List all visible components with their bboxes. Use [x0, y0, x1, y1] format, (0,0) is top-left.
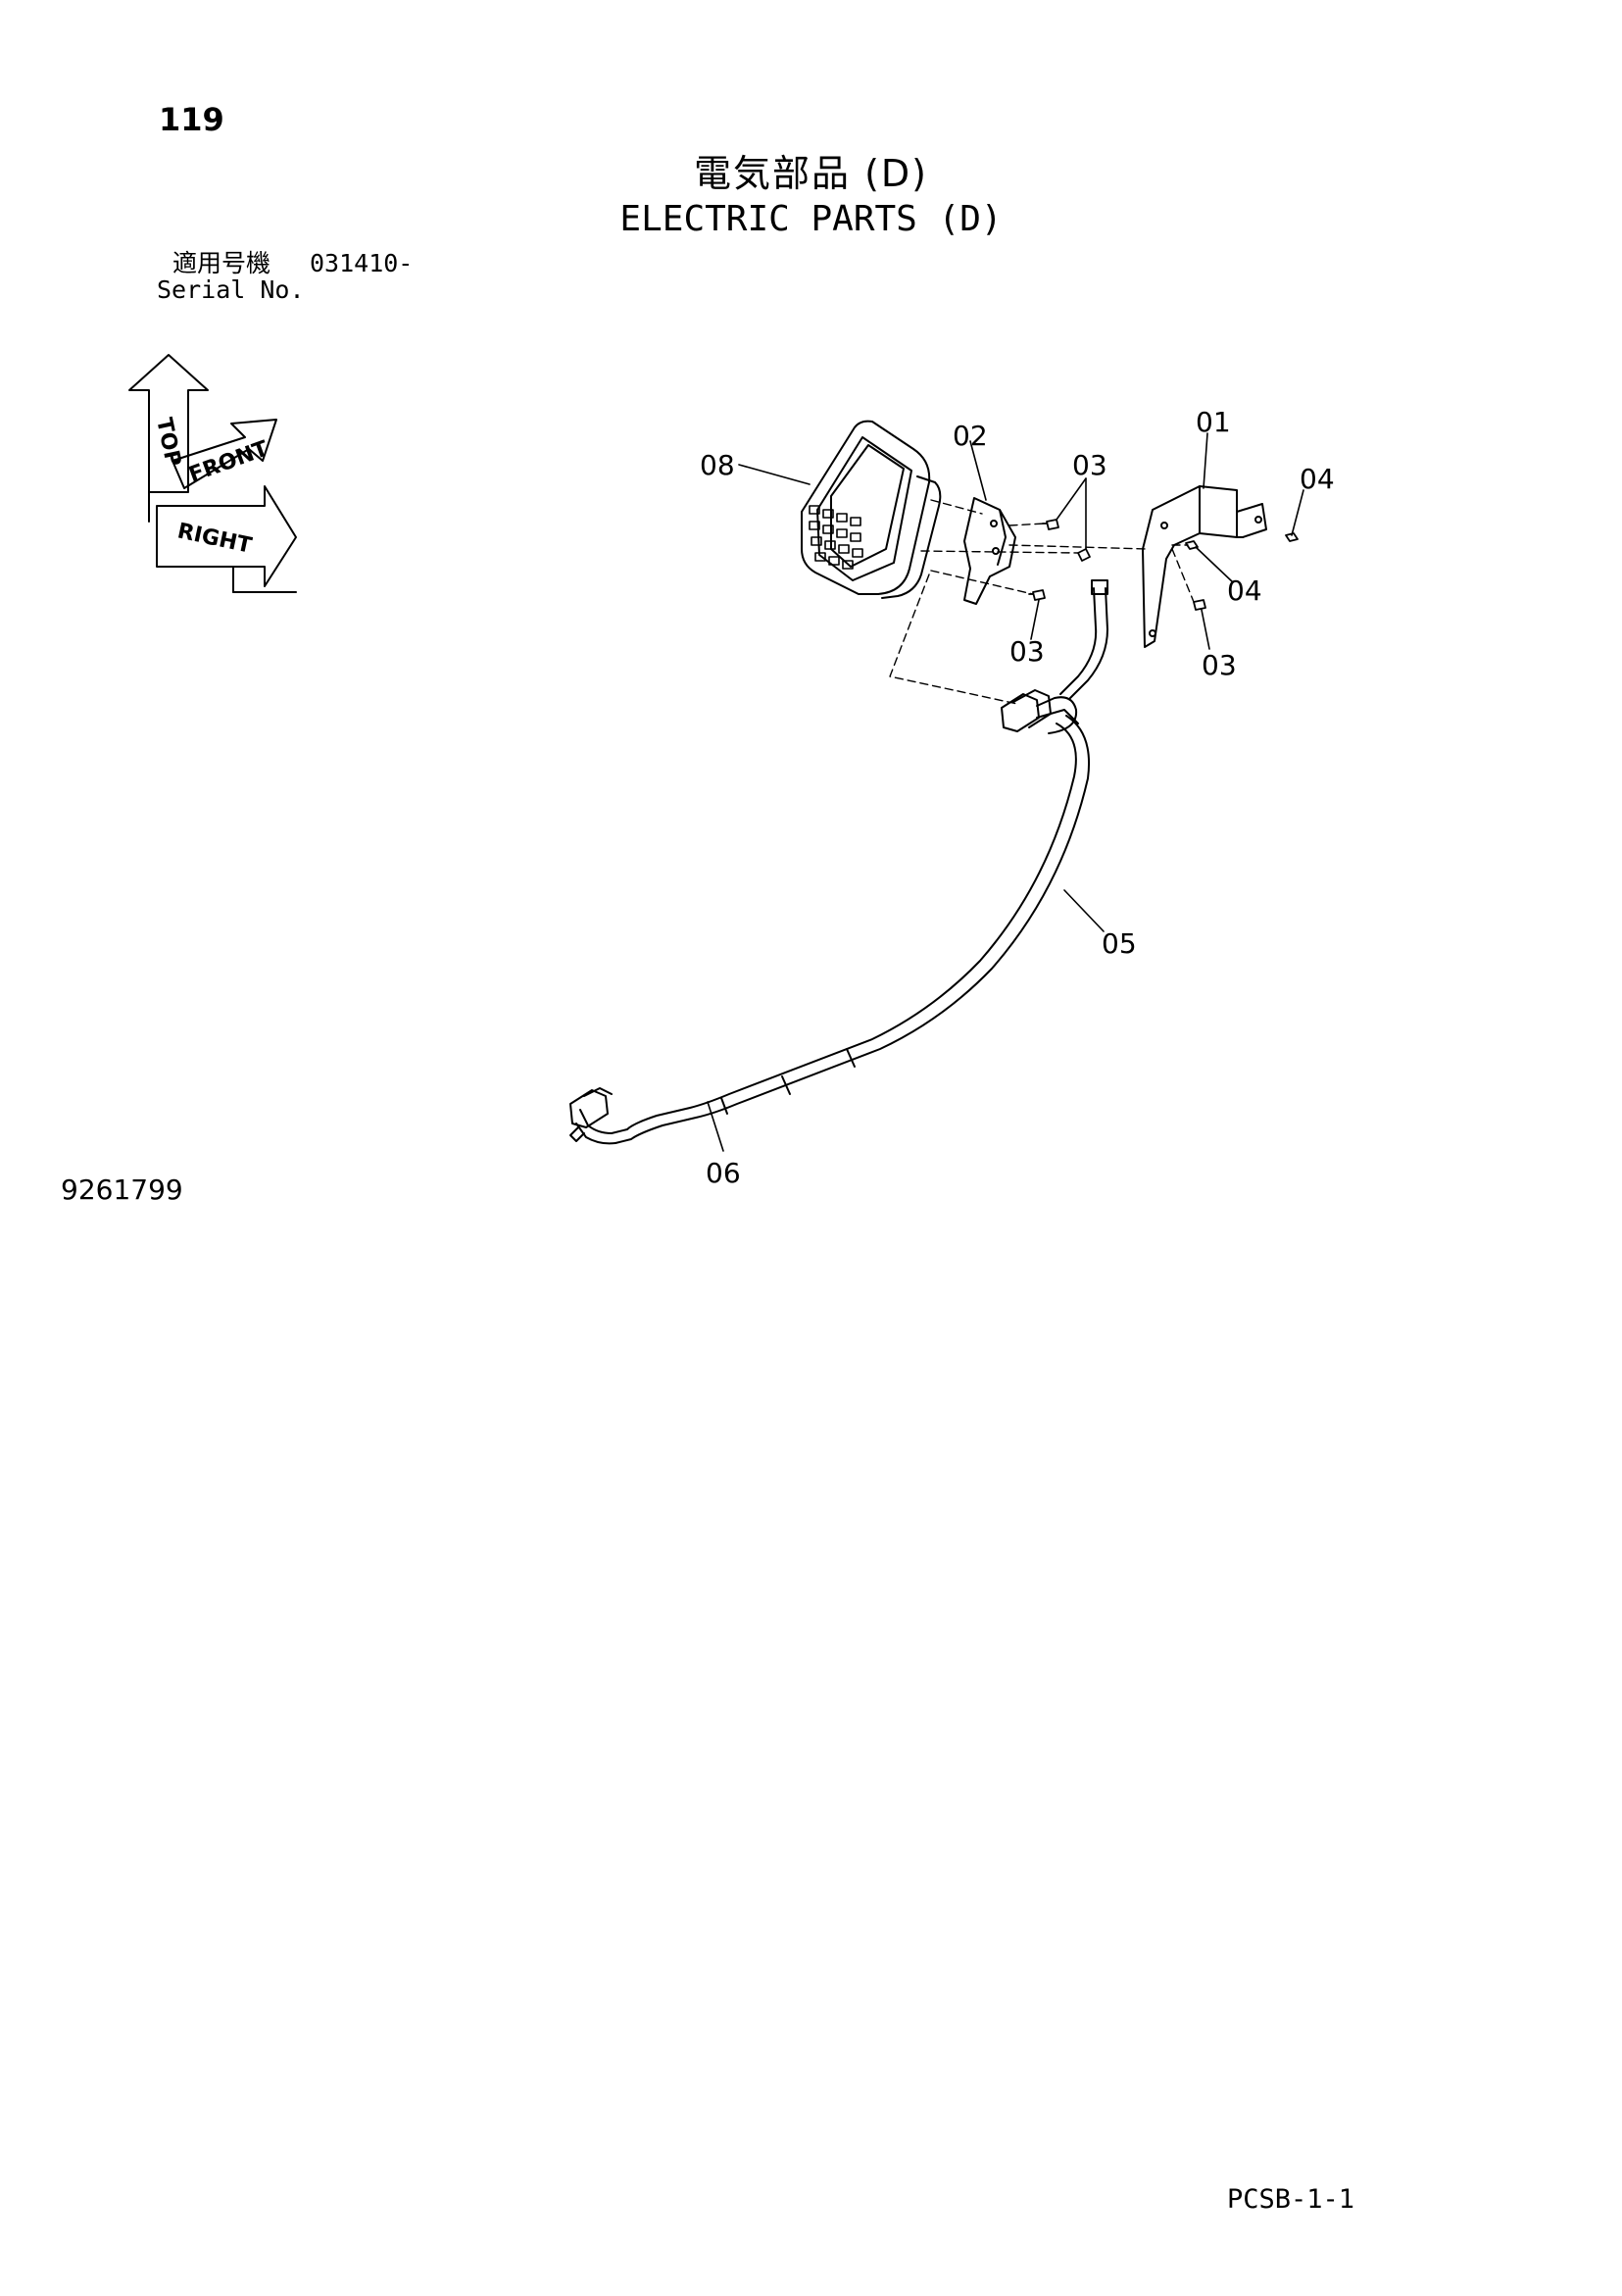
callout-02: 02: [953, 420, 988, 452]
orientation-front-label: FRONT: [186, 436, 272, 487]
callout-03-lower: 03: [1009, 635, 1045, 668]
callout-03-top: 03: [1072, 449, 1107, 481]
orientation-right-label: RIGHT: [175, 519, 254, 558]
title-english: ELECTRIC PARTS (D): [619, 199, 1003, 239]
serial-label-japanese: 適用号機: [172, 249, 271, 277]
orientation-indicator: TOP FRONT RIGHT: [128, 354, 297, 593]
leader-lines: [707, 432, 1304, 1152]
page-code: PCSB-1-1: [1227, 2184, 1355, 2215]
serial-label-english: Serial No.: [157, 275, 305, 304]
monitor-part-08: [801, 420, 942, 599]
orientation-top-label: TOP: [151, 416, 185, 469]
callout-labels: 08 02 03 01 04 04 03 03 05 06: [700, 406, 1335, 1189]
callout-03-right: 03: [1202, 649, 1237, 681]
bracket-part-02: [963, 497, 1016, 605]
callout-06: 06: [706, 1157, 741, 1189]
bracket-part-01: [1142, 485, 1267, 648]
page-number: 119: [159, 101, 224, 138]
front-arrow-shape: [172, 419, 277, 489]
callout-08: 08: [700, 449, 735, 481]
title-japanese: 電気部品 (D): [694, 152, 928, 195]
callout-05: 05: [1102, 927, 1137, 960]
serial-value: 031410-: [310, 249, 414, 277]
harness-part-05: [569, 579, 1108, 1145]
drawing-number: 9261799: [61, 1173, 183, 1206]
right-arrow-shape: [156, 485, 297, 587]
callout-04-right: 04: [1300, 463, 1335, 495]
callout-04-lower: 04: [1227, 574, 1262, 607]
callout-01: 01: [1196, 406, 1231, 438]
hardware-bolts: [1028, 519, 1299, 611]
top-arrow-shape: [128, 354, 209, 493]
assembly-lines: [889, 499, 1195, 705]
